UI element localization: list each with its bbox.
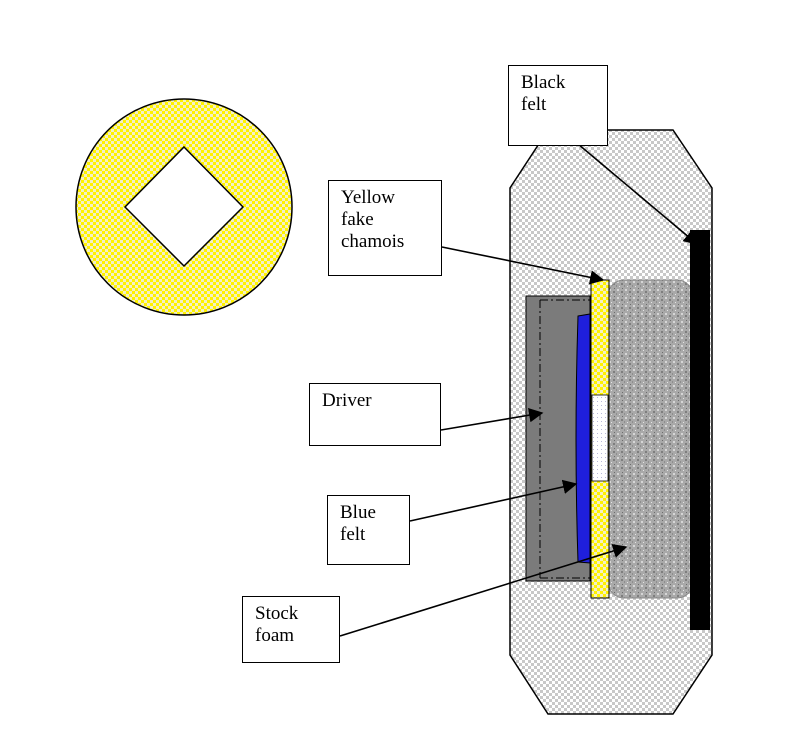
label-black-felt-text: Black felt bbox=[521, 72, 566, 115]
leader-arrows bbox=[339, 143, 699, 637]
square-opening bbox=[123, 145, 245, 268]
blue-felt-layer bbox=[575, 313, 591, 564]
label-stock-foam-text: Stock foam bbox=[255, 603, 299, 646]
arrow-blue-felt bbox=[409, 479, 578, 522]
label-black-felt: Black felt bbox=[508, 65, 608, 146]
stock-foam-section bbox=[607, 279, 694, 599]
yellow-chamois-strip bbox=[590, 279, 610, 599]
black-felt-layer bbox=[690, 230, 710, 630]
label-stock-foam: Stock foam bbox=[242, 596, 340, 663]
label-blue-felt: Blue felt bbox=[327, 495, 410, 565]
arrow-black-felt bbox=[577, 143, 699, 245]
label-driver-text: Driver bbox=[322, 390, 372, 411]
label-driver: Driver bbox=[309, 383, 441, 446]
arrow-stock-foam bbox=[339, 543, 628, 637]
label-yellow-fake-chamois-text: Yellow fake chamois bbox=[341, 187, 405, 252]
arrow-driver bbox=[440, 408, 544, 431]
label-blue-felt-text: Blue felt bbox=[340, 502, 376, 545]
arrow-yellow-chamois bbox=[441, 246, 605, 285]
label-yellow-fake-chamois: Yellow fake chamois bbox=[328, 180, 442, 276]
pad-front-view bbox=[75, 98, 293, 316]
